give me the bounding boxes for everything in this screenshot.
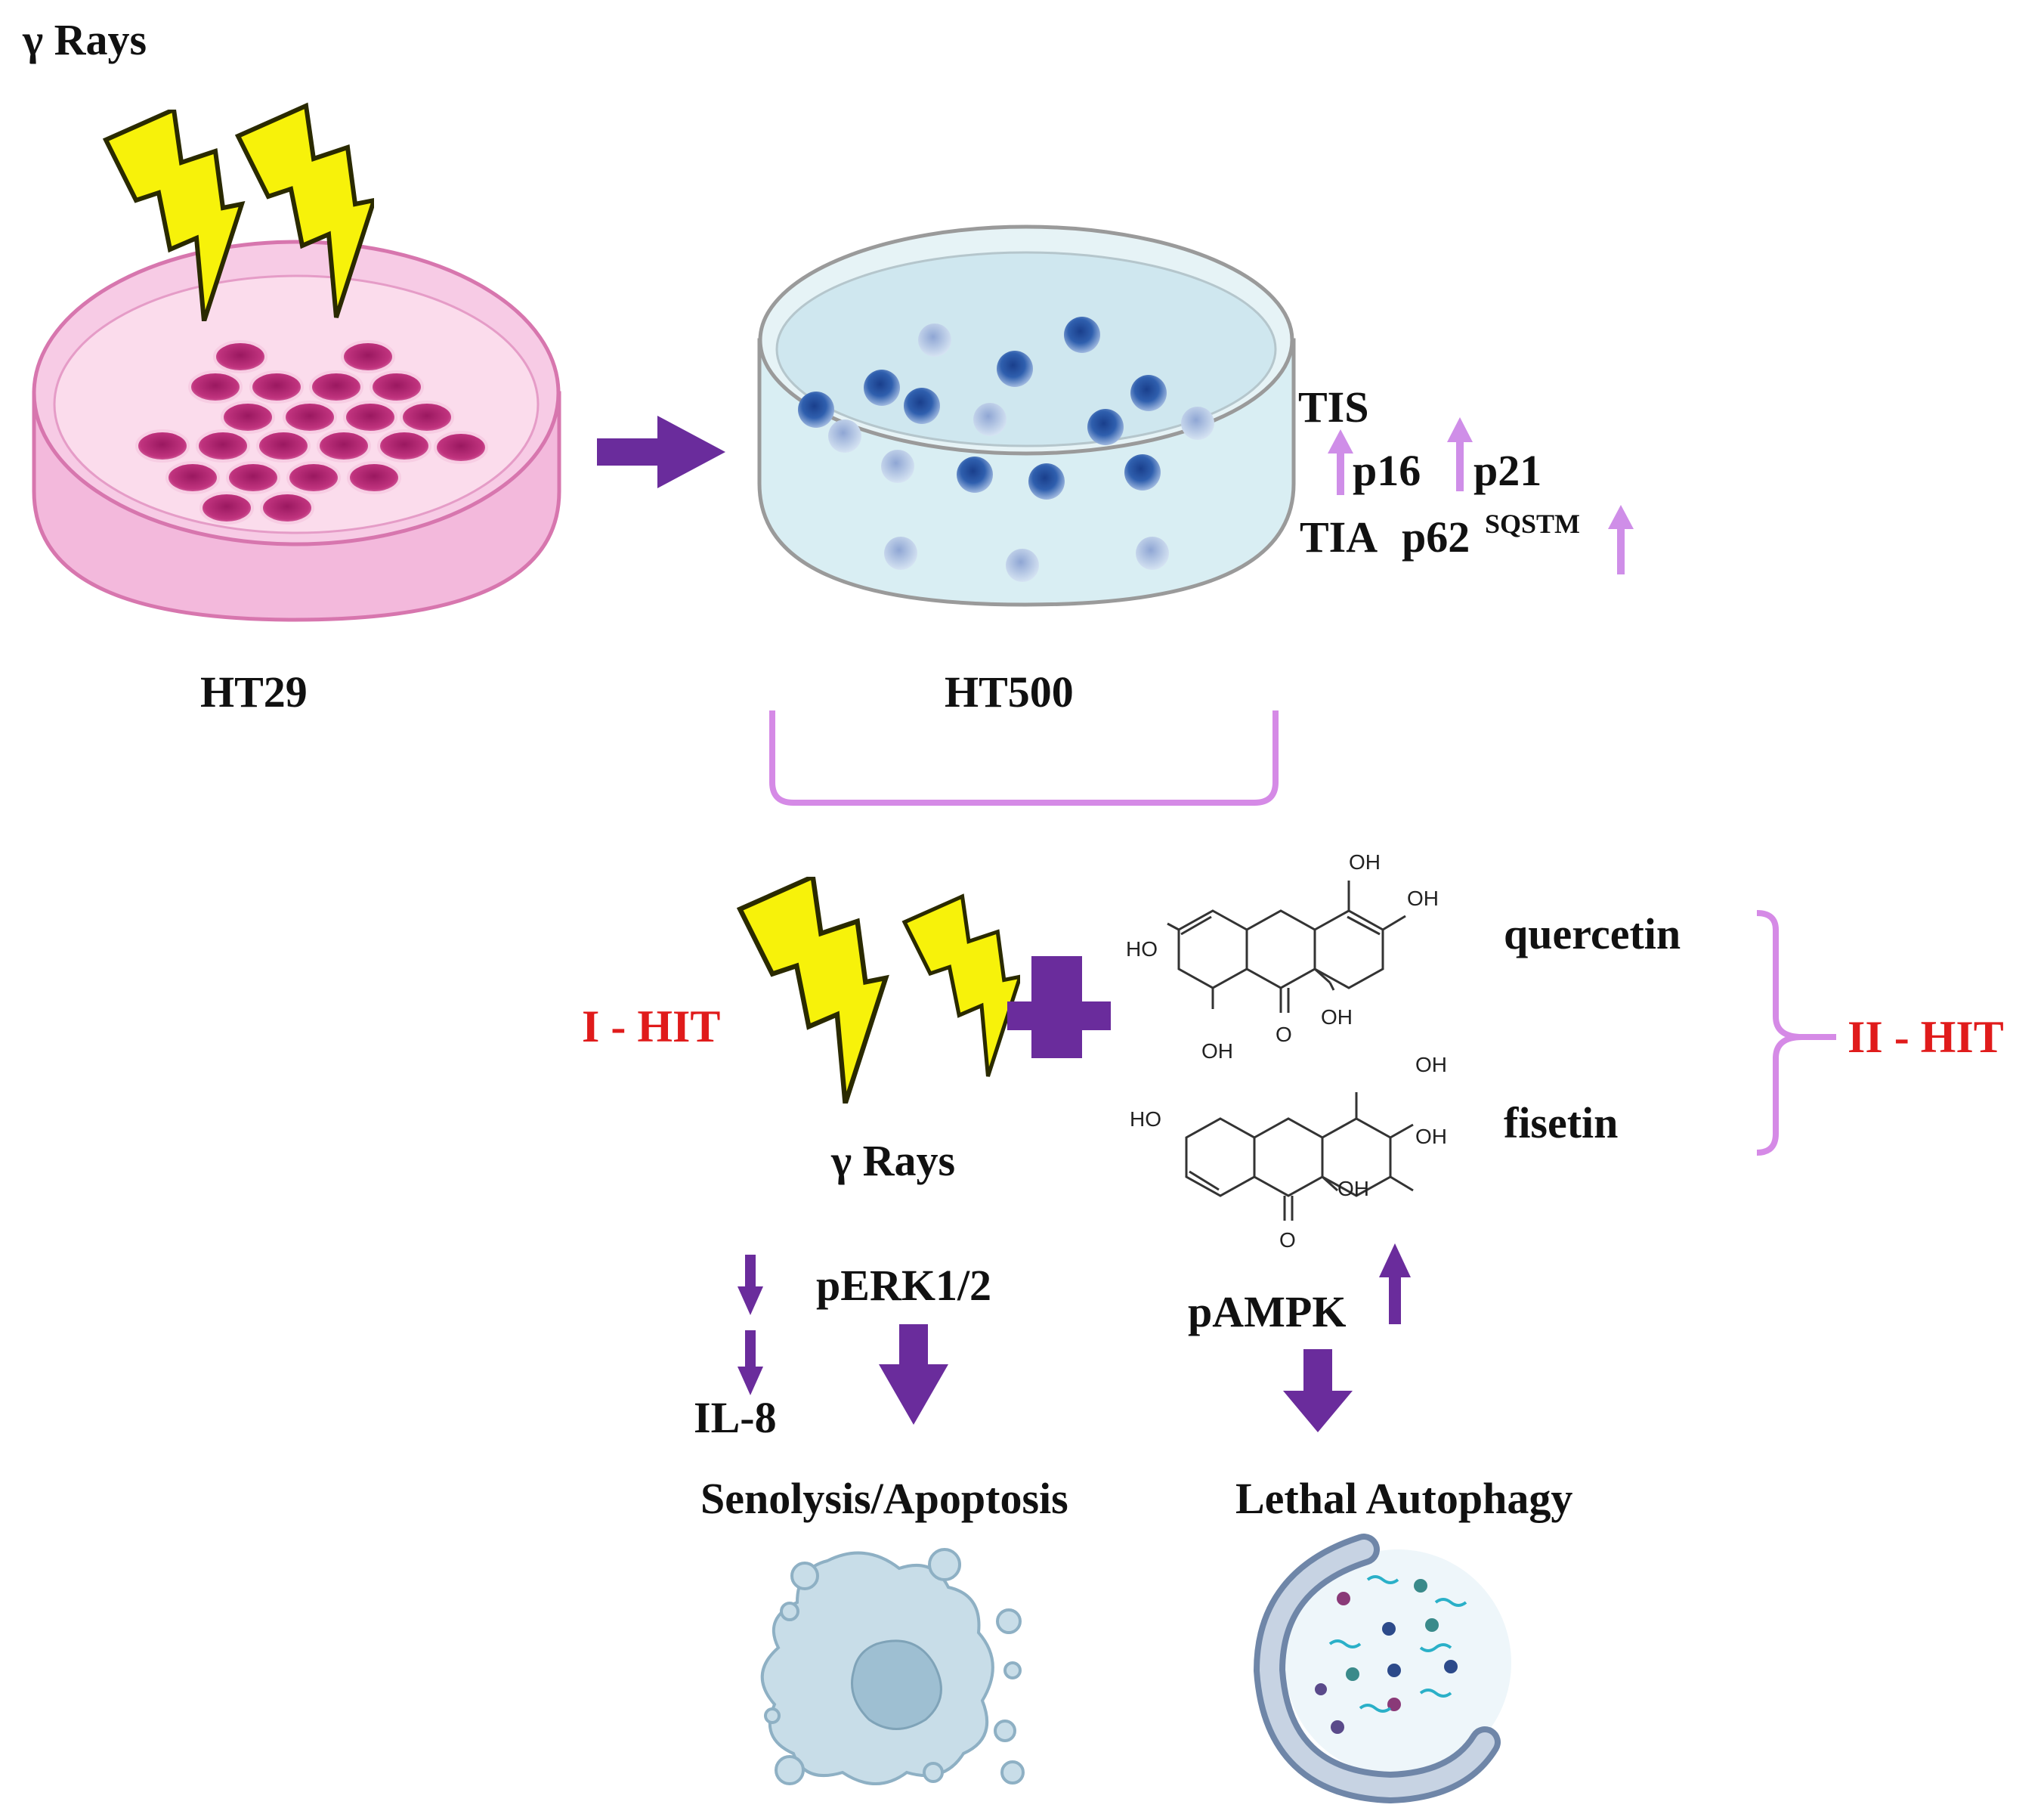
chem-label: OH xyxy=(1407,887,1439,910)
plus-icon xyxy=(1007,956,1111,1058)
chem-label: O xyxy=(1279,1228,1296,1252)
autophagy-label: Lethal Autophagy xyxy=(1235,1474,1572,1523)
down-arrow-icon xyxy=(738,1330,763,1395)
autophagosome-icon xyxy=(1253,1534,1511,1804)
chem-label: O xyxy=(1276,1023,1292,1046)
quercetin-structure: OH OH HO OH OH O xyxy=(1126,850,1439,1063)
up-arrow-icon xyxy=(1608,505,1634,574)
ht500-senescent-cells xyxy=(798,317,1214,582)
fisetin-label: fisetin xyxy=(1504,1098,1618,1147)
down-arrow-icon xyxy=(1283,1349,1353,1432)
chem-label: OH xyxy=(1415,1125,1447,1148)
tia-label: TIA xyxy=(1300,512,1378,562)
fisetin-structure: HO OH OH OH O xyxy=(1130,1053,1447,1252)
rays-label-top: γ Rays xyxy=(22,15,147,64)
rays-label-mid: γ Rays xyxy=(830,1136,955,1185)
down-arrow-icon xyxy=(879,1324,948,1425)
tis-label: TIS xyxy=(1298,382,1369,432)
hit2-label: II - HIT xyxy=(1848,1012,2004,1062)
down-arrow-icon xyxy=(738,1255,763,1315)
dish2-label: HT500 xyxy=(945,667,1074,717)
up-arrow-icon xyxy=(1379,1243,1411,1324)
up-arrow-icon xyxy=(1447,417,1473,491)
lightning-bolt-icon xyxy=(904,896,1020,1076)
chem-label: OH xyxy=(1337,1177,1369,1200)
chem-label: OH xyxy=(1349,850,1381,874)
chem-label: OH xyxy=(1201,1039,1233,1063)
right-arrow-icon xyxy=(597,416,725,488)
p16-label: p16 xyxy=(1353,446,1421,495)
petri-dish-icon xyxy=(757,224,1296,607)
ht29-cell-cluster xyxy=(135,340,488,525)
il8-label: IL-8 xyxy=(694,1393,777,1442)
apoptotic-cell-icon xyxy=(760,1548,1025,1785)
p21-label: p21 xyxy=(1473,446,1542,495)
chem-label: HO xyxy=(1126,937,1158,961)
hit2-bracket xyxy=(1756,910,1836,1156)
p62-superscript: SQSTM xyxy=(1485,509,1580,539)
lightning-bolt-icon xyxy=(740,877,886,1104)
chem-label: HO xyxy=(1130,1107,1161,1131)
petri-dish-icon xyxy=(32,240,561,622)
chem-label: OH xyxy=(1415,1053,1447,1076)
senolysis-label: Senolysis/Apoptosis xyxy=(700,1474,1068,1523)
pampk-label: pAMPK xyxy=(1188,1287,1346,1336)
connecting-bracket xyxy=(769,710,1279,806)
perk-label: pERK1/2 xyxy=(816,1261,991,1310)
up-arrow-icon xyxy=(1328,429,1353,495)
p62-label: p62 xyxy=(1402,512,1470,562)
hit1-label: I - HIT xyxy=(582,1001,720,1051)
quercetin-label: quercetin xyxy=(1504,909,1681,958)
dish1-label: HT29 xyxy=(200,667,308,717)
chem-label: OH xyxy=(1321,1005,1353,1029)
